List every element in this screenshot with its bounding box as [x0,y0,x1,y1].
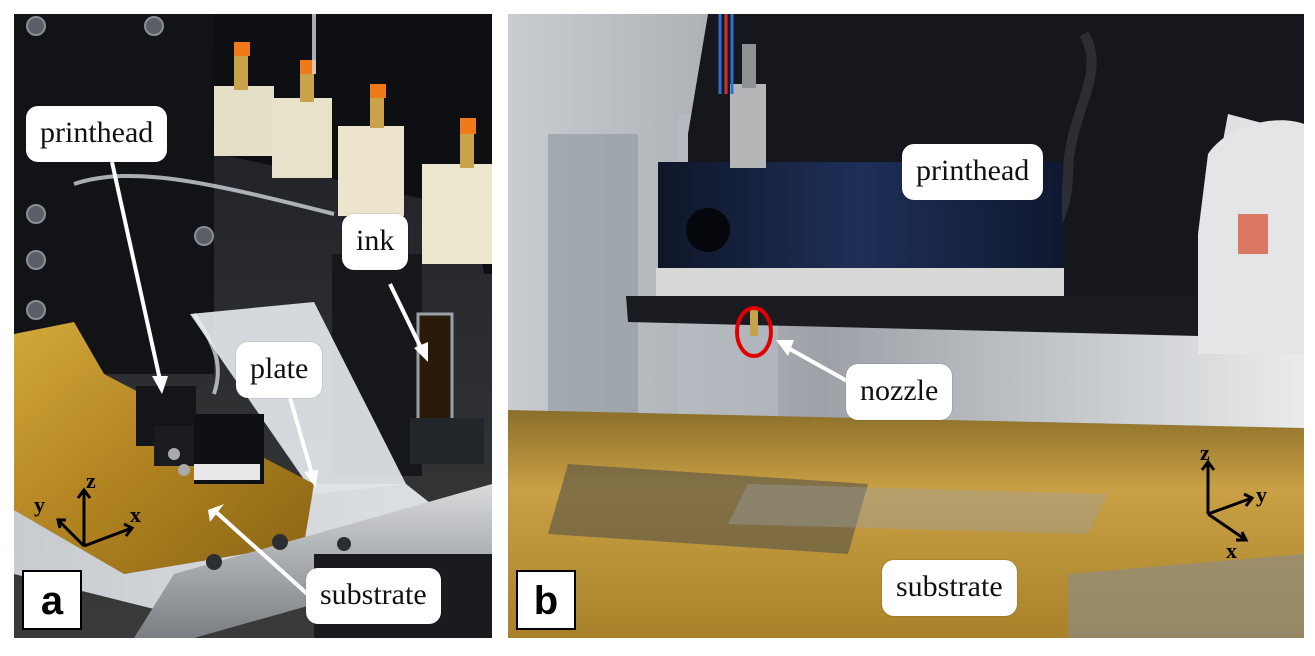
printhead-label-b: printhead [902,144,1044,200]
printhead-label-a: printhead [26,106,168,162]
substrate-label-b: substrate [882,560,1017,616]
printhead-base [626,296,1198,336]
panel-a-photo: printhead ink plate substrate y z x a [14,14,492,638]
front-rail [134,484,492,638]
panel-letter-a: a [22,570,82,630]
aluminum-plate [14,484,444,614]
ink-syringe [416,312,454,426]
printhead-assembly [136,386,264,484]
panel-letter-b: b [516,570,576,630]
back-panel [14,14,214,374]
substrate-label-a: substrate [306,568,441,624]
nozzle-tip [750,308,758,336]
label-arrows-b [776,340,857,388]
screws [26,16,214,320]
panel-b-scene [508,14,1304,638]
axes-triad-a [56,487,135,548]
plate-label: plate [236,342,323,398]
panel-b-photo: printhead nozzle substrate z y x b [508,14,1304,638]
nozzle-label: nozzle [846,364,953,420]
ink-cartridges [214,42,492,264]
ink-label: ink [342,214,409,270]
nozzle-highlight-ring [735,306,773,358]
axes-triad-b [1200,459,1255,542]
panel-a-scene [14,14,492,638]
label-arrows-a [110,161,428,602]
